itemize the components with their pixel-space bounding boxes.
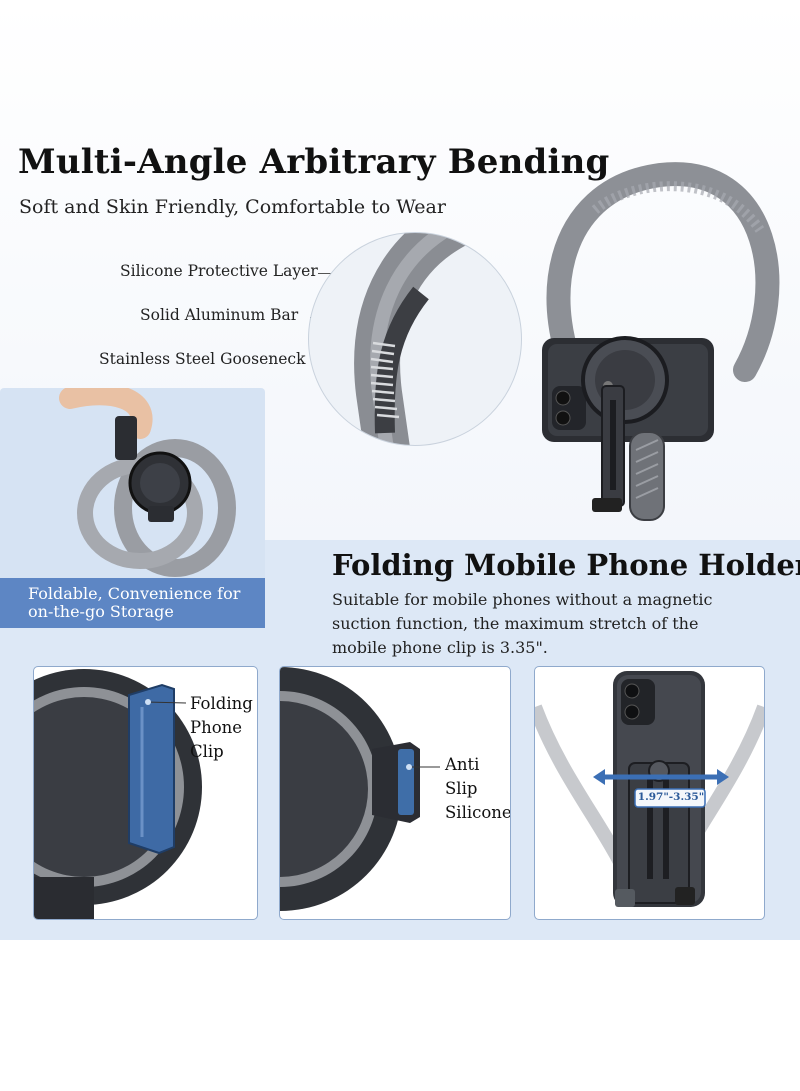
layer-label-gooseneck: Stainless Steel Gooseneck (99, 350, 306, 368)
foldable-caption: Foldable, Convenience for on-the-go Stor… (0, 578, 265, 628)
gooseneck-cross-section-image (354, 233, 480, 445)
anti-slip-image (280, 667, 440, 911)
panel-folding-clip: Folding Phone Clip (33, 666, 258, 920)
section-description-line1: Suitable for mobile phones without a mag… (332, 590, 713, 609)
section-description: Suitable for mobile phones without a mag… (332, 588, 762, 660)
foldable-caption-line1: Foldable, Convenience for (28, 584, 241, 603)
anti-slip-label: Anti Slip Silicone (445, 753, 511, 825)
folding-clip-image (34, 669, 202, 919)
folding-clip-label-line2: Phone (190, 718, 243, 737)
folding-clip-label: Folding Phone Clip (190, 692, 253, 764)
folded-holder-image (59, 388, 236, 577)
foldable-caption-line2: on-the-go Storage (28, 602, 174, 621)
folding-clip-label-line3: Clip (190, 742, 224, 761)
section-description-line2: suction function, the maximum stretch of… (332, 614, 699, 633)
section-description-line3: mobile phone clip is 3.35". (332, 638, 548, 657)
panel-anti-slip: Anti Slip Silicone (279, 666, 511, 920)
folding-clip-label-line1: Folding (190, 694, 253, 713)
anti-slip-label-line2: Slip (445, 779, 478, 798)
section-title: Folding Mobile Phone Holder (332, 548, 800, 582)
stretch-measurement: 1.97"-3.35" (637, 791, 705, 803)
anti-slip-label-line1: Anti (445, 755, 480, 774)
page-subtitle: Soft and Skin Friendly, Comfortable to W… (19, 196, 446, 218)
layer-label-silicone: Silicone Protective Layer (120, 262, 318, 280)
anti-slip-label-line3: Silicone (445, 803, 511, 822)
page-title: Multi-Angle Arbitrary Bending (18, 142, 610, 182)
cross-section-magnifier (308, 232, 522, 446)
neck-holder-image (542, 162, 780, 521)
layer-label-aluminum: Solid Aluminum Bar (140, 306, 299, 324)
panel-measurement: 1.97"-3.35" (534, 666, 765, 920)
phone-holder-image (535, 671, 764, 907)
